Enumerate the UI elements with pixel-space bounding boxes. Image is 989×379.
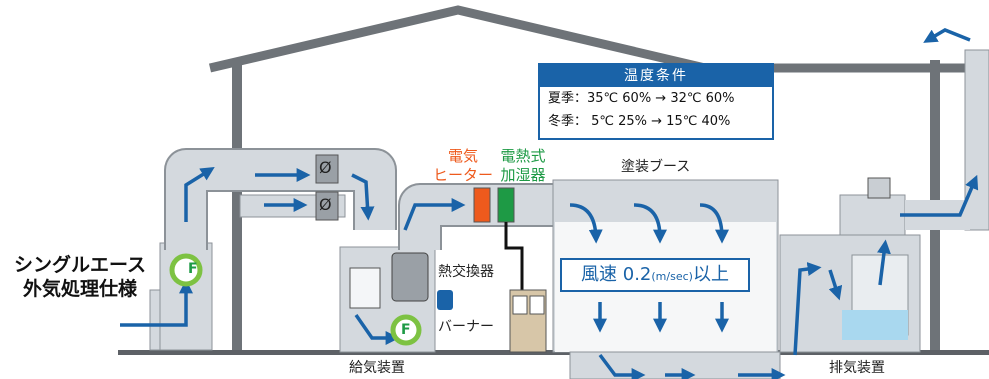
damper-lower-symbol: Ø bbox=[319, 195, 332, 214]
temperature-conditions-box: 温度条件 夏季：35℃ 60% → 32℃ 60% 冬季： 5℃ 25% → 1… bbox=[538, 63, 774, 140]
airflow-arrows bbox=[120, 28, 979, 379]
damper-lower bbox=[315, 191, 339, 221]
outdoor-air-unit bbox=[149, 242, 213, 351]
temperature-conditions-title: 温度条件 bbox=[540, 65, 772, 87]
electric-heater bbox=[473, 187, 491, 223]
burner-fan bbox=[437, 290, 453, 310]
fan-outdoor-symbol: F bbox=[188, 261, 198, 277]
supply-unit-label: 給気装置 bbox=[349, 360, 405, 376]
airflow-speed-suffix: 以上 bbox=[692, 264, 729, 285]
heat-exchanger-label: 熱交換器 bbox=[438, 264, 494, 280]
exhaust-unit-label: 排気装置 bbox=[829, 360, 885, 376]
electric-heater-label: 電気 ヒーター bbox=[432, 147, 493, 184]
damper-upper bbox=[315, 154, 339, 184]
burner-label: バーナー bbox=[438, 319, 494, 335]
electric-humidifier bbox=[497, 187, 515, 223]
paint-booth-label: 塗装ブース bbox=[621, 159, 691, 175]
damper-upper-symbol: Ø bbox=[319, 158, 332, 177]
airflow-speed-text: 風速 0.2 bbox=[581, 264, 652, 285]
fan-supply bbox=[390, 314, 422, 346]
fan-outdoor bbox=[169, 253, 203, 287]
summer-condition: 夏季：35℃ 60% → 32℃ 60% bbox=[548, 91, 735, 106]
humidifier-cabinet bbox=[509, 289, 547, 353]
airflow-speed-box: 風速 0.2(m/sec)以上 bbox=[560, 258, 750, 292]
winter-condition: 冬季： 5℃ 25% → 15℃ 40% bbox=[548, 114, 731, 129]
outdoor-unit-label: シングルエース 外気処理仕様 bbox=[10, 253, 150, 301]
outdoor-unit-label-text: シングルエース 外気処理仕様 bbox=[13, 254, 147, 300]
electric-humidifier-label: 電熱式 加湿器 bbox=[500, 147, 546, 184]
fan-supply-symbol: F bbox=[401, 322, 411, 338]
airflow-speed-unit: (m/sec) bbox=[651, 270, 693, 283]
exhaust-stack bbox=[905, 49, 989, 231]
exhaust-unit bbox=[779, 177, 921, 353]
